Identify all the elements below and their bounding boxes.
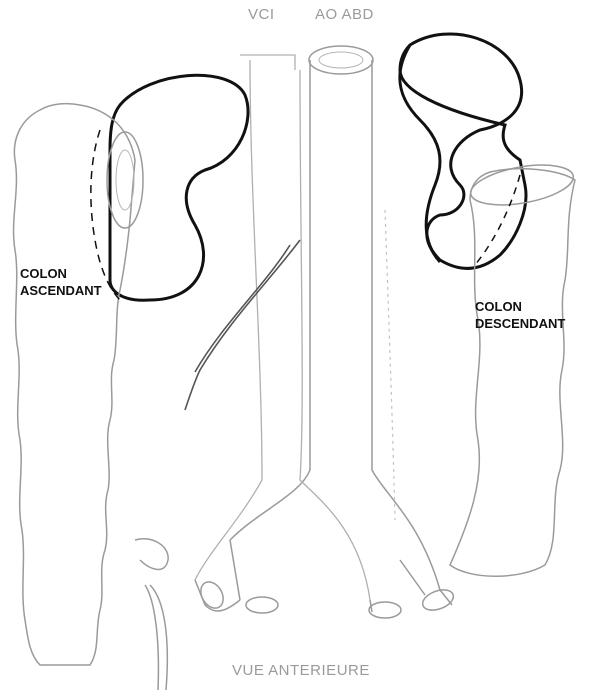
label-colon-ascendant-line1: COLON <box>20 265 102 282</box>
label-colon-ascendant: COLON ASCENDANT <box>20 265 102 299</box>
iliac-opening-2 <box>246 597 278 613</box>
label-vci: VCI <box>248 6 275 23</box>
left-kidney <box>400 34 526 268</box>
label-ao-abd: AO ABD <box>315 6 374 23</box>
colon-ascendant-opening <box>107 132 143 228</box>
aorta <box>230 60 440 590</box>
right-kidney <box>110 75 248 300</box>
vena-cava <box>195 55 370 600</box>
gonadal-vessel <box>385 210 395 520</box>
iliac-opening-3 <box>369 602 401 618</box>
colon-ascendant-opening-inner <box>116 150 134 210</box>
label-colon-descendant-line2: DESCENDANT <box>475 315 565 332</box>
iliac-opening-1 <box>196 578 227 612</box>
aorta-opening-inner <box>319 52 363 68</box>
colon-descendant-opening <box>468 158 577 212</box>
label-colon-descendant: COLON DESCENDANT <box>475 298 565 332</box>
iliac-vessels-left <box>195 540 240 611</box>
label-view: VUE ANTERIEURE <box>232 662 370 679</box>
left-kidney-outline <box>400 45 440 262</box>
appendix <box>135 539 168 690</box>
colon-descendant <box>450 169 575 577</box>
colon-descendant-dashed <box>475 175 520 265</box>
label-colon-ascendant-line2: ASCENDANT <box>20 282 102 299</box>
iliac-opening-4 <box>420 586 456 614</box>
iliac-vessels-right <box>370 560 452 612</box>
label-colon-descendant-line1: COLON <box>475 298 565 315</box>
